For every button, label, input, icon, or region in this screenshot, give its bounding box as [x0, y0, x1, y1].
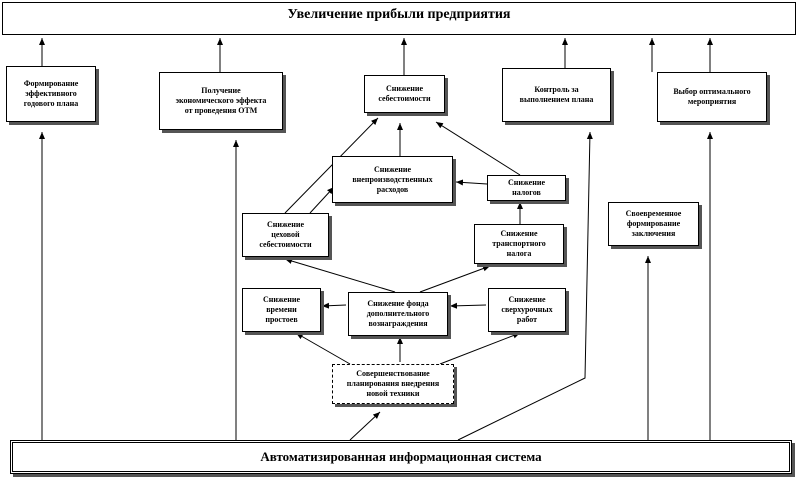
timely-conclusion-box: Своевременное формирование заключения	[608, 202, 699, 246]
information-system-box: Автоматизированная информационная систем…	[10, 440, 792, 474]
arrow-bonus-shop	[284, 258, 396, 293]
arrow-shop-nonprod	[309, 186, 335, 214]
economic-effect-box: Получение экономического эффекта от пров…	[159, 72, 283, 130]
overtime-box: Снижение сверхурочных работ	[488, 288, 566, 332]
plan-control-box: Контроль за выполнением плана	[502, 68, 611, 122]
arrow-planning-downtime	[295, 332, 351, 365]
arrow-shop-cost	[284, 117, 379, 214]
downtime-box: Снижение времени простоев	[242, 288, 321, 332]
arrow-bonus-downtime	[321, 302, 347, 309]
taxes-box: Снижение налогов	[487, 175, 566, 201]
shop-cost-box: Снижение цеховой себестоимости	[242, 213, 329, 257]
arrow-base-planning	[349, 411, 381, 441]
arrow-base-control	[457, 131, 593, 441]
transport-tax-box: Снижение транспортного налога	[474, 224, 564, 264]
arrow-bonus-transport	[419, 265, 491, 293]
arrow-taxes-cost	[435, 121, 521, 176]
annual-plan-box: Формирование эффективного годового плана	[6, 66, 96, 122]
nonproduction-costs-box: Снижение внепроизводственных расходов	[332, 156, 453, 203]
arrow-planning-overtime	[439, 332, 521, 365]
bonus-fund-box: Снижение фонда дополнительного вознаграж…	[348, 292, 448, 336]
cost-reduction-box: Снижение себестоимости	[364, 75, 445, 113]
profit-increase-box: Увеличение прибыли предприятия	[2, 2, 796, 35]
arrow-taxes-nonprod	[455, 179, 488, 186]
arrow-overtime-bonus	[449, 302, 487, 309]
optimal-measure-box: Выбор оптимального мероприятия	[657, 72, 767, 122]
planning-improvement-box: Совершенствование планирования внедрения…	[332, 364, 454, 404]
